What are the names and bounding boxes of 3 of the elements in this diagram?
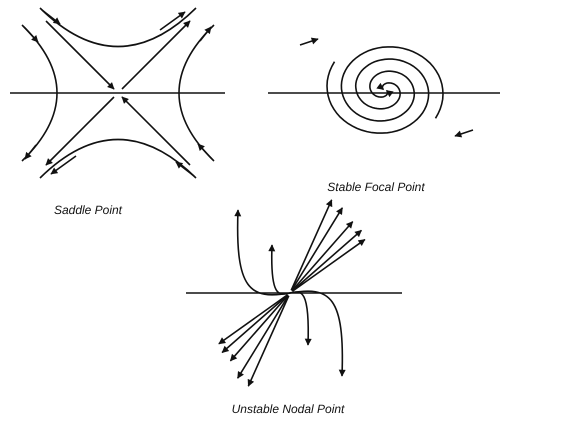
- diagram-caption: Saddle Point: [54, 203, 122, 217]
- diagram-caption: Unstable Nodal Point: [232, 402, 344, 416]
- diagram-caption: Stable Focal Point: [327, 180, 425, 194]
